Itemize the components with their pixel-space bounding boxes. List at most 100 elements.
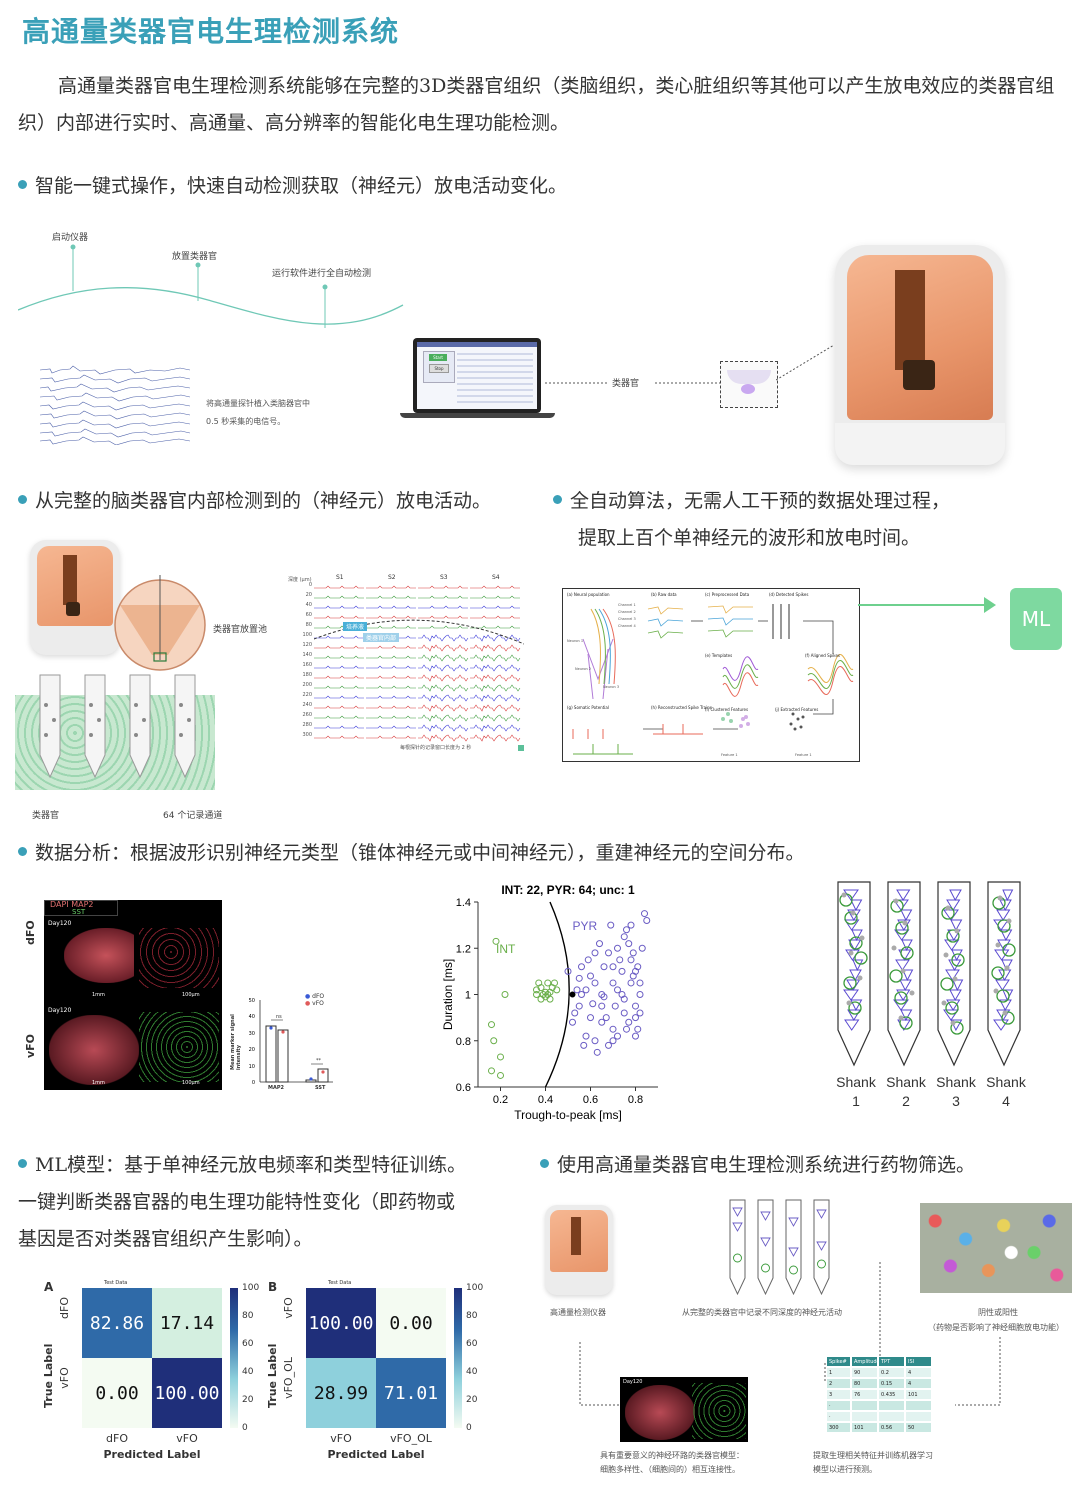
scatter-point-pyr [605,1041,612,1049]
int-circle [940,977,954,991]
stain-image-panel: DAPI MAP2 SST Day120 Day120 1mm 100μm 1m… [44,900,222,1090]
trace-line [418,585,468,589]
trace-line [470,704,521,712]
scatter-point-pyr [605,949,612,957]
scatter-point-int [501,991,509,998]
matrix-row-label: dFO [58,1297,71,1319]
cap-device: 高通量检测仪器 [550,1308,606,1317]
scatter-point-pyr [636,979,644,987]
pyr-triangle [852,959,864,972]
pyr-triangle [900,1009,913,1022]
unit-dot [1004,965,1010,971]
trace-line [470,585,520,589]
trace-line [314,645,364,649]
matrix-letter: A [44,1280,54,1294]
scatter-point-pyr [607,921,615,929]
unit-dot [848,950,854,956]
depth-axis-label: 深度 (μm) [288,577,312,583]
trace-line [366,685,416,689]
shank-word-label: Shank [886,1074,926,1090]
scatter-point-int [553,986,561,994]
channels-label: 64 个记录通道 [163,811,223,821]
scatter-point-pyr [587,972,594,980]
channel-label: Channel 3 [618,617,636,621]
scatter-point-pyr [596,940,603,948]
scatter-point-int [497,1053,504,1061]
int-circle [843,976,857,990]
trace-line [470,664,521,672]
laptop-screen: Start Stop [413,338,541,413]
scatter-point-pyr [609,963,617,971]
unit-dot [859,935,865,941]
pyr-triangle [1002,989,1014,1002]
matrix-cell: 82.86 [82,1288,152,1358]
pyr-triangle [901,939,913,952]
int-circle [854,951,868,965]
pipeline-label: (g) Somatic Potential [567,705,609,710]
cap-probe: 从完整的类器官中记录不同深度的神经元活动 [682,1308,842,1317]
scatter-point-pyr [575,974,583,982]
svg-text:0: 0 [252,1080,255,1086]
matrix-cell: 0.00 [82,1358,152,1428]
organoid-connector-label: 类器官 [612,379,640,389]
matrix-title: Test Data [328,1280,352,1286]
bullet-dot-icon [18,494,27,504]
trace-line [314,735,364,739]
int-circle [899,1016,913,1030]
table-cell [851,1411,878,1422]
matrix-colorbar [230,1288,238,1428]
matrix-cell: 100.00 [306,1288,376,1358]
trace-line [314,635,364,639]
pyr-triangle [896,889,911,901]
shank-header-s1: S1 [336,574,344,581]
int-circle [894,991,908,1005]
pyr-triangle [847,1009,861,1021]
depth-tick: 260 [302,712,312,718]
svg-text:10: 10 [249,1064,255,1070]
scatter-point-pyr [629,972,637,980]
scatter-point-pyr [625,940,633,948]
shank-outline [837,881,871,1067]
pipeline-label: (i) Clustered Features [705,707,749,712]
trace-line [470,595,520,599]
screen-traces [457,353,533,403]
trace-line [418,714,469,722]
table-cell: 4 [905,1378,932,1389]
step-start-label: 启动仪器 [52,233,89,243]
colorbar-tick: 80 [466,1311,478,1321]
trace-line [314,725,364,729]
section3-heading-line1: 全自动算法，无需人工干预的数据处理过程， [553,483,950,520]
scatter-point-pyr [627,979,635,987]
trace-line [470,644,521,652]
trace-line [366,675,416,679]
table-cell: 90 [851,1367,878,1378]
table-cell: 3 [826,1389,851,1400]
trace-line [418,634,469,642]
signal-caption-2: 0.5 秒采集的电信号。 [206,417,286,426]
cap-brain-2: 细胞多样性、（细胞间的）相互连接性。 [600,1465,740,1474]
pyr-triangle [999,999,1012,1012]
shank-header-s3: S3 [440,574,448,581]
trace-line [418,684,469,692]
bar-sig-star: ** [316,1058,321,1064]
matrix-row-label: vFO [282,1297,295,1319]
depth-tick: 0 [308,582,312,588]
section5-heading-line2: 一键判断类器官器的电生理功能特性变化（即药物或 [18,1191,456,1213]
scatter-ylabel: Duration [ms] [441,959,455,1030]
matrix-ylabel: True Label [42,1343,55,1408]
int-circle [945,1001,959,1015]
screening-day-label: Day120 [623,1379,643,1385]
trace-line [470,734,521,742]
scatter-point-pyr [638,944,646,952]
scatter-point-pyr [591,979,599,987]
intro-paragraph: 高通量类器官电生理检测系统能够在完整的3D类器官组织（类脑组织，类心脏组织等其他… [18,75,1055,134]
pyr-triangle [993,1019,1009,1031]
scatter-point-int [533,991,540,998]
screen-start-button[interactable]: Start [429,354,447,361]
scatter-point-pyr [641,910,648,918]
scatter-point-pyr [600,963,608,971]
screen-stop-button[interactable]: Stop [429,364,449,373]
svg-text:40: 40 [249,1014,255,1020]
